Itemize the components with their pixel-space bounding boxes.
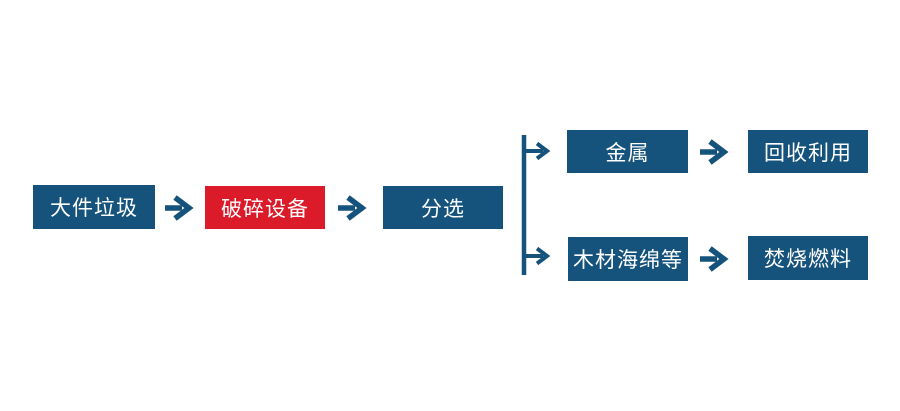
node-label: 分选 xyxy=(421,197,465,221)
node-label: 破碎设备 xyxy=(221,197,309,221)
arrow-right-icon xyxy=(162,193,196,223)
node-bulky-waste: 大件垃圾 xyxy=(33,185,155,229)
node-label: 焚烧燃料 xyxy=(764,248,852,271)
node-crushing-equipment: 破碎设备 xyxy=(205,186,325,229)
node-label: 金属 xyxy=(605,141,650,165)
branch-connector-icon xyxy=(505,125,560,290)
node-label: 回收利用 xyxy=(764,141,852,165)
node-label: 木材海绵等 xyxy=(573,249,683,272)
node-sorting: 分选 xyxy=(383,186,503,229)
node-wood-sponge: 木材海绵等 xyxy=(568,237,688,281)
arrow-right-icon xyxy=(697,137,731,167)
arrow-right-icon xyxy=(697,244,731,274)
node-incineration-fuel: 焚烧燃料 xyxy=(748,236,868,280)
node-recycling: 回收利用 xyxy=(748,130,868,173)
node-metal: 金属 xyxy=(567,130,688,173)
arrow-right-icon xyxy=(335,193,369,223)
node-label: 大件垃圾 xyxy=(50,197,138,220)
